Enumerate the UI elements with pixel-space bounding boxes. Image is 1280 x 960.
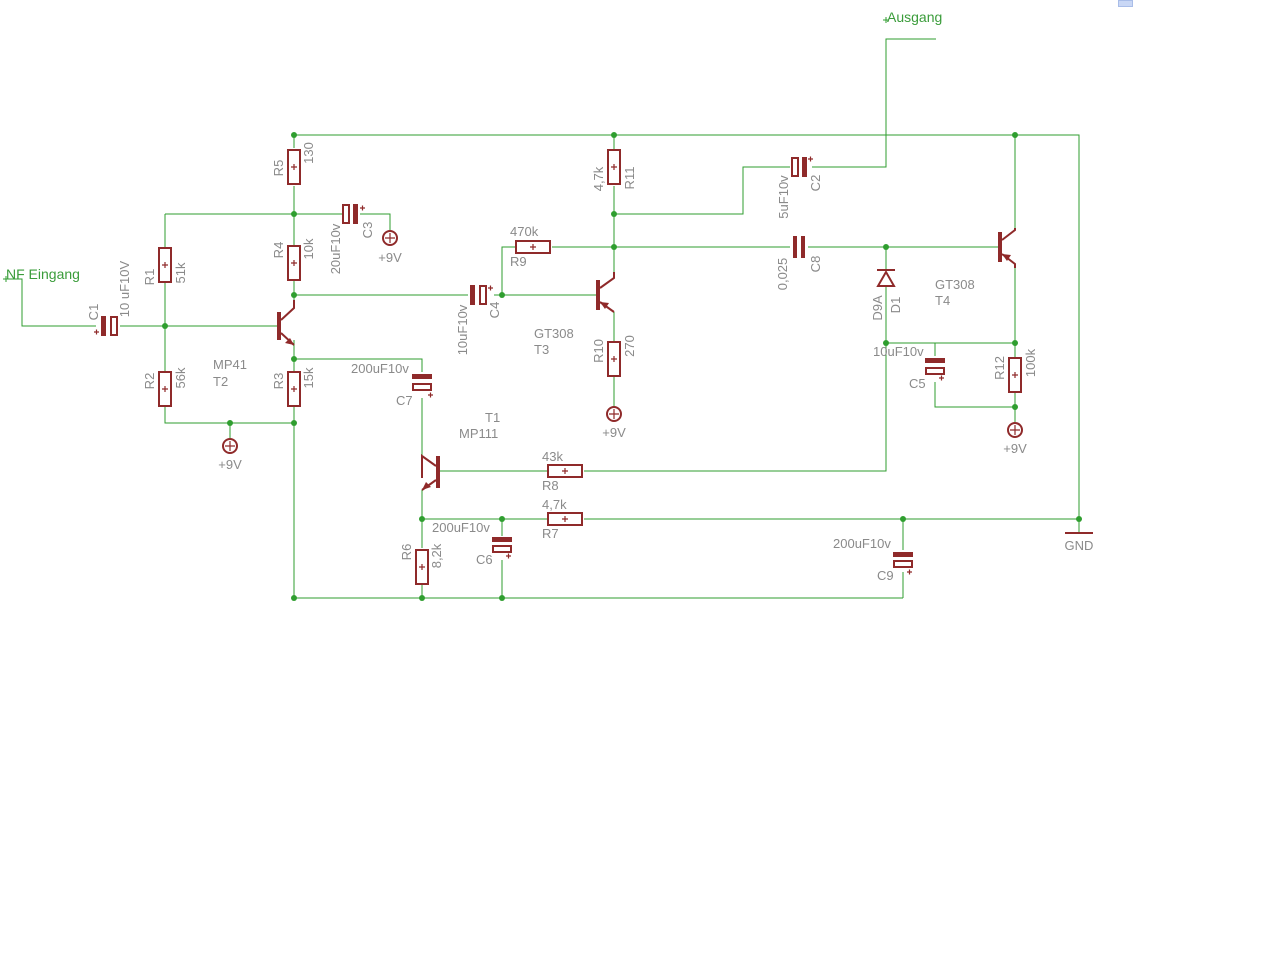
C4-value: 10uF10v — [455, 304, 470, 355]
output-label: Ausgang — [887, 9, 942, 25]
R5-value: 130 — [301, 142, 316, 164]
T4-value: GT308 — [935, 277, 975, 292]
capacitor-C1[interactable]: C1 10 uF10V — [86, 260, 132, 336]
R9-value: 470k — [510, 224, 539, 239]
input-port[interactable]: NF Eingang — [3, 266, 80, 282]
input-label: NF Eingang — [6, 266, 80, 282]
resistor-R9[interactable]: 470k R9 — [510, 224, 551, 269]
wires — [6, 38, 1080, 599]
R3-name: R3 — [271, 373, 286, 390]
supply-label: +9V — [602, 425, 626, 440]
C8-value: 0,025 — [775, 258, 790, 291]
ground-label: GND — [1065, 538, 1094, 553]
R1-value: 51k — [173, 262, 188, 283]
resistor-R6[interactable]: R6 8,2k — [399, 543, 444, 585]
C2-name: C2 — [808, 175, 823, 192]
D1-value: D9A — [870, 295, 885, 321]
transistor-T2[interactable]: MP41 T2 — [213, 300, 295, 389]
T2-name: T2 — [213, 374, 228, 389]
R4-name: R4 — [271, 242, 286, 259]
transistor-T1[interactable]: T1 MP111 — [421, 410, 500, 491]
R6-name: R6 — [399, 544, 414, 561]
supply-symbol-c3: +9V — [378, 230, 402, 265]
R2-value: 56k — [173, 367, 188, 388]
R10-value: 270 — [622, 335, 637, 357]
capacitor-C7[interactable]: 200uF10v C7 — [351, 361, 433, 408]
T2-value: MP41 — [213, 357, 247, 372]
R8-name: R8 — [542, 478, 559, 493]
C2-value: 5uF10v — [776, 175, 791, 219]
resistor-R12[interactable]: R12 100k — [992, 348, 1038, 393]
C3-name: C3 — [360, 222, 375, 239]
C7-value: 200uF10v — [351, 361, 409, 376]
resistor-R11[interactable]: 4,7k R11 — [591, 149, 637, 191]
supply-symbol-t2: +9V — [218, 438, 242, 472]
scroll-marker — [1118, 0, 1133, 7]
C5-name: C5 — [909, 376, 926, 391]
R8-value: 43k — [542, 449, 563, 464]
supply-label: +9V — [378, 250, 402, 265]
resistor-R5[interactable]: R5 130 — [271, 142, 316, 185]
C8-name: C8 — [808, 256, 823, 273]
ground-symbol: GND — [1065, 532, 1094, 553]
junctions — [162, 132, 1082, 601]
R12-value: 100k — [1023, 348, 1038, 377]
C9-name: C9 — [877, 568, 894, 583]
supply-label: +9V — [1003, 441, 1027, 456]
resistor-R3[interactable]: R3 15k — [271, 367, 316, 407]
C9-value: 200uF10v — [833, 536, 891, 551]
C5-value: 10uF10v — [873, 344, 924, 359]
R10-name: R10 — [591, 339, 606, 363]
supply-label: +9V — [218, 457, 242, 472]
T4-name: T4 — [935, 293, 950, 308]
D1-name: D1 — [888, 297, 903, 314]
C3-value: 20uF10v — [328, 223, 343, 274]
R1-name: R1 — [142, 269, 157, 286]
R9-name: R9 — [510, 254, 527, 269]
R11-value: 4,7k — [591, 166, 606, 191]
capacitor-C2[interactable]: C2 5uF10v — [776, 156, 823, 219]
T3-name: T3 — [534, 342, 549, 357]
capacitor-C3[interactable]: C3 20uF10v — [328, 204, 375, 274]
C1-value: 10 uF10V — [117, 260, 132, 317]
T1-name: T1 — [485, 410, 500, 425]
resistor-R10[interactable]: R10 270 — [591, 335, 637, 377]
R4-value: 10k — [301, 238, 316, 259]
capacitor-C8[interactable]: C8 0,025 — [775, 236, 823, 290]
C4-name: C4 — [487, 302, 502, 319]
resistor-R8[interactable]: 43k R8 — [542, 449, 583, 493]
R11-name: R11 — [622, 167, 637, 190]
C6-value: 200uF10v — [432, 520, 490, 535]
C6-name: C6 — [476, 552, 493, 567]
resistor-R2[interactable]: R2 56k — [142, 367, 188, 407]
capacitor-C4[interactable]: C4 10uF10v — [455, 285, 502, 355]
R2-name: R2 — [142, 373, 157, 390]
R3-value: 15k — [301, 367, 316, 388]
capacitor-C6[interactable]: 200uF10v C6 — [432, 520, 512, 567]
T1-value: MP111 — [459, 426, 498, 441]
C7-name: C7 — [396, 393, 413, 408]
T3-value: GT308 — [534, 326, 574, 341]
resistor-R1[interactable]: R1 51k — [142, 247, 188, 286]
R6-value: 8,2k — [429, 543, 444, 568]
R7-value: 4,7k — [542, 497, 567, 512]
output-port[interactable]: Ausgang — [883, 9, 942, 25]
capacitor-C9[interactable]: 200uF10v C9 — [833, 536, 913, 583]
resistor-R4[interactable]: R4 10k — [271, 238, 316, 281]
R12-name: R12 — [992, 356, 1007, 380]
transistor-T4[interactable]: GT308 T4 — [935, 228, 1016, 308]
R7-name: R7 — [542, 526, 559, 541]
C1-name: C1 — [86, 304, 101, 321]
capacitor-C5[interactable]: 10uF10v C5 — [873, 344, 945, 391]
transistor-T3[interactable]: GT308 T3 — [534, 272, 615, 357]
R5-name: R5 — [271, 160, 286, 177]
diode-D1[interactable]: D1 D9A — [870, 269, 903, 321]
supply-symbol-r12: +9V — [1003, 422, 1027, 456]
supply-symbol-r10: +9V — [602, 406, 626, 440]
resistor-R7[interactable]: 4,7k R7 — [542, 497, 583, 541]
